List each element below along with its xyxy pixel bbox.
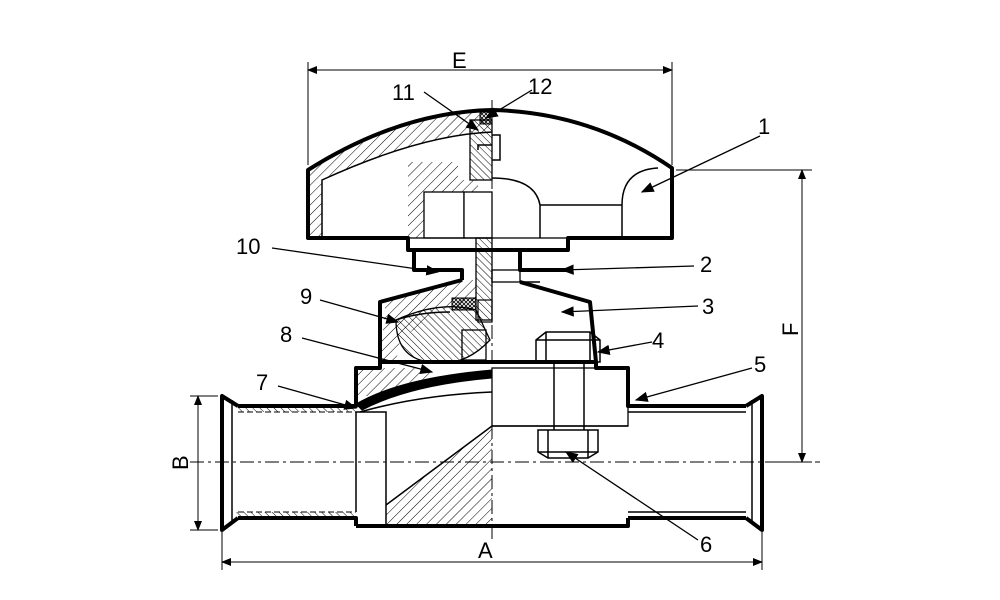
bolt-assembly xyxy=(535,331,601,459)
part-labels: 1 2 3 4 5 6 7 8 9 10 11 12 xyxy=(236,74,770,557)
leader-lines xyxy=(271,89,761,541)
part-label-8: 8 xyxy=(280,322,292,347)
dimension-labels: E A B F xyxy=(168,48,803,563)
part-label-11: 11 xyxy=(392,80,415,105)
center-lines xyxy=(190,100,820,540)
part-label-2: 2 xyxy=(700,252,712,277)
part-label-5: 5 xyxy=(754,352,766,377)
dim-label-f: F xyxy=(778,323,803,336)
part-label-1: 1 xyxy=(758,114,770,139)
handwheel xyxy=(306,108,674,252)
dim-label-e: E xyxy=(452,48,467,73)
part-label-10: 10 xyxy=(236,234,260,259)
dimensions xyxy=(190,62,812,570)
part-label-3: 3 xyxy=(702,294,714,319)
part-label-4: 4 xyxy=(652,328,664,353)
body-clamp xyxy=(354,362,630,427)
part-label-12: 12 xyxy=(528,74,552,99)
dim-label-b: B xyxy=(168,455,193,470)
part-label-6: 6 xyxy=(700,532,712,557)
part-label-9: 9 xyxy=(300,284,312,309)
dim-label-a: A xyxy=(478,538,493,563)
part-label-7: 7 xyxy=(256,370,268,395)
